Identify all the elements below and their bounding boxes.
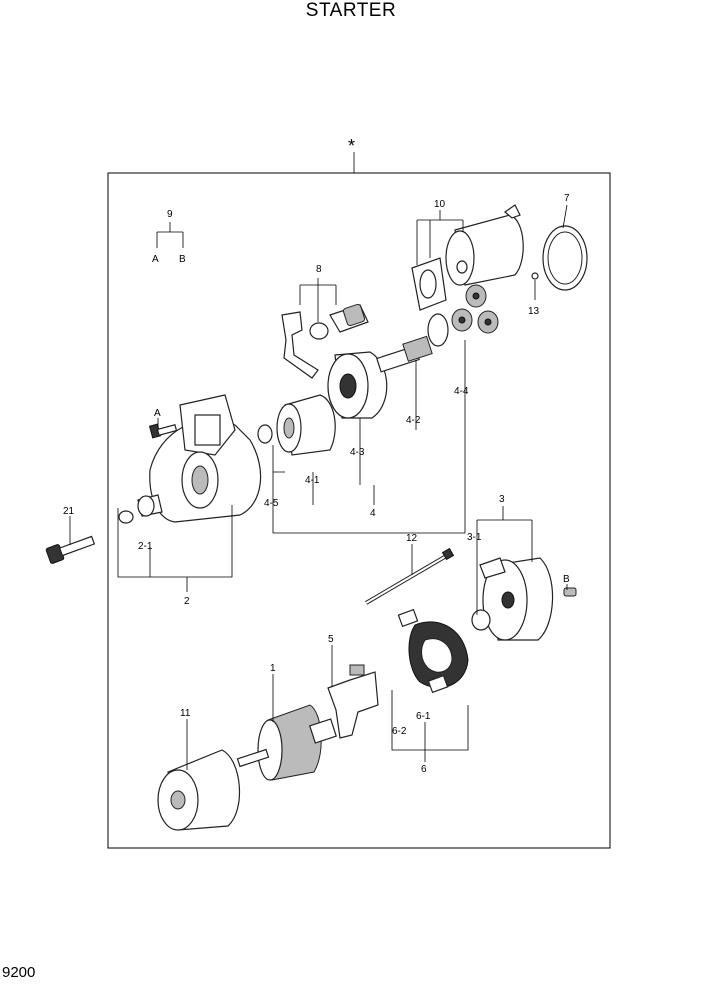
callout-1: 1	[270, 663, 276, 674]
assembly-mark: *	[348, 136, 355, 156]
leader-8	[299, 278, 337, 322]
callout-7: 7	[564, 193, 570, 204]
callout-3-1: 3-1	[467, 532, 482, 543]
callout-4-5: 4-5	[264, 498, 279, 509]
callout-2-1: 2-1	[138, 541, 153, 552]
part-4-5-stop-ring[interactable]	[257, 424, 273, 444]
part-4-3-internal-gear-housing[interactable]	[327, 351, 388, 419]
part-3-rear-bracket[interactable]	[479, 557, 554, 641]
callout-2: 2	[184, 596, 190, 607]
part-4-2-pinion-shaft[interactable]	[376, 313, 449, 373]
part-4-1-overrunning-clutch[interactable]	[276, 394, 336, 456]
part-7-rubber-ring[interactable]	[542, 225, 588, 291]
callout-10: 10	[434, 199, 446, 210]
callout-13: 13	[528, 306, 540, 317]
part-1-armature[interactable]	[236, 704, 337, 781]
part-6-brush-holder[interactable]	[397, 608, 469, 694]
assembly-frame	[107, 172, 611, 849]
part-13-ball[interactable]	[531, 272, 539, 280]
callout-4: 4	[370, 508, 376, 519]
part-12-through-bolt[interactable]	[364, 547, 455, 605]
leader-3	[476, 506, 533, 615]
callout-11: 11	[180, 708, 191, 719]
callout-6-1: 6-1	[416, 711, 431, 722]
part-2-front-housing[interactable]	[137, 394, 262, 523]
leader-7	[562, 204, 568, 229]
callout-12: 12	[406, 533, 418, 544]
callout-4-2: 4-2	[406, 415, 421, 426]
part-5-lead-bracket[interactable]	[327, 664, 379, 739]
callout-4-4: 4-4	[454, 386, 469, 397]
callout-9: 9	[167, 209, 173, 220]
part-11-yoke[interactable]	[157, 749, 241, 831]
part-8-lever-set[interactable]	[281, 303, 369, 379]
callout-8: 8	[316, 264, 322, 275]
leader-10	[416, 210, 464, 265]
leader-9	[156, 222, 184, 248]
callout-3: 3	[499, 494, 505, 505]
leader-4	[272, 340, 466, 534]
callout-6: 6	[421, 764, 427, 775]
part-b-bolt[interactable]	[563, 587, 577, 597]
callout-21: 21	[63, 506, 75, 517]
callout-6-2: 6-2	[392, 726, 407, 737]
part-10-magnetic-switch[interactable]	[411, 204, 524, 311]
part-2-1-o-ring[interactable]	[118, 510, 134, 524]
part-3-1-bush[interactable]	[471, 609, 491, 631]
callout-a-part: A	[154, 408, 161, 419]
page-title: STARTER	[305, 0, 397, 21]
callout-4-3: 4-3	[350, 447, 365, 458]
leader-2	[117, 505, 233, 592]
callout-b-part: B	[563, 574, 570, 585]
leader-6	[391, 690, 469, 762]
callout-5: 5	[328, 634, 334, 645]
part-21-bolt[interactable]	[45, 535, 96, 564]
page-number: 9200	[2, 964, 36, 981]
callout-9-a: A	[152, 254, 159, 265]
callout-4-1: 4-1	[305, 475, 320, 486]
part-4-4-planetary-gears[interactable]	[451, 284, 499, 334]
callout-9-b: B	[179, 254, 186, 265]
